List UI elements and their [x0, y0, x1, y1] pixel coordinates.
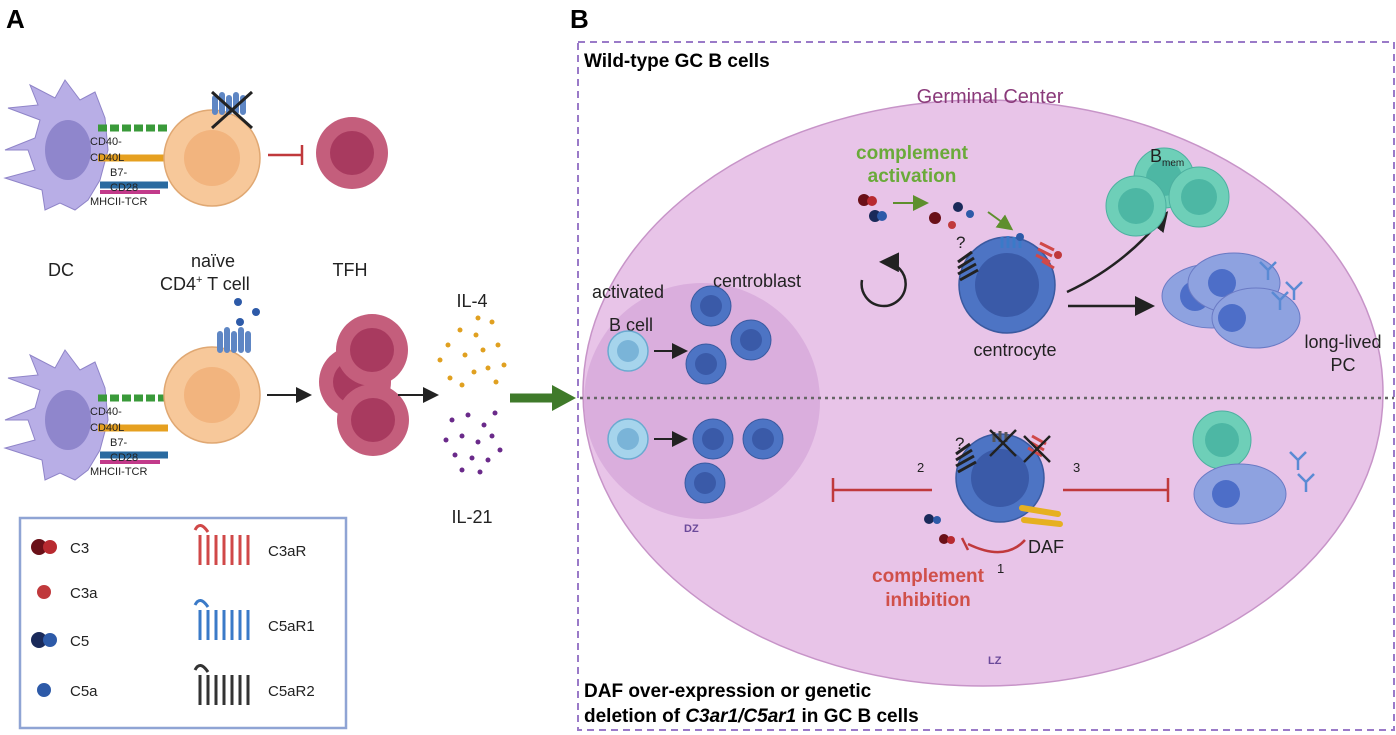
- label-cd40-b: CD40-: [90, 406, 122, 418]
- complement-activation-1: complement: [856, 143, 969, 164]
- panel-b-letter: B: [570, 4, 589, 34]
- c5ar1-receptor-active: [217, 298, 260, 353]
- complement-molecules-top: [858, 194, 974, 229]
- label-cd28-b: CD28: [110, 452, 138, 464]
- legend-c5ar1: C5aR1: [268, 618, 315, 635]
- dc-label: DC: [48, 260, 74, 280]
- memory-b-cell-bottom: [1192, 410, 1252, 470]
- il4-dots: [437, 315, 507, 388]
- legend-c5-icon: [31, 632, 57, 648]
- c5ar1-receptor-blocked: [210, 90, 254, 130]
- complement-inhibition-2: inhibition: [885, 590, 970, 611]
- germinal-center-oval: [582, 99, 1384, 687]
- centrocyte-label: centrocyte: [973, 340, 1056, 360]
- complement-inhibition-1: complement: [872, 566, 985, 587]
- complement-activation-2: activation: [868, 166, 957, 187]
- cycle-arrow: [860, 252, 907, 308]
- centroblast-label: centroblast: [713, 271, 801, 291]
- panel-a: CD40- CD40L B7- CD28 MHCII-TCR DC naïve …: [3, 79, 576, 527]
- il21-label: IL-21: [451, 507, 492, 527]
- dz-label: DZ: [684, 523, 699, 535]
- activated-label-1: activated: [592, 282, 664, 302]
- legend-c3a-icon: [37, 585, 51, 599]
- legend-c5a-icon: [37, 683, 51, 697]
- germinal-center-label: Germinal Center: [917, 86, 1064, 108]
- inhibition-arrow-3: [1063, 478, 1170, 502]
- tfh-cluster: [319, 314, 409, 456]
- daf-molecules: [1019, 505, 1063, 527]
- receptors-top: [957, 233, 1062, 282]
- inhibition-to-tfh: [268, 145, 304, 165]
- centroblasts-top: [685, 285, 772, 385]
- receptor-bars-top: [98, 124, 168, 194]
- bottom-title-1: DAF over-expression or genetic: [584, 681, 872, 702]
- label-cd28: CD28: [110, 182, 138, 194]
- bottom-title-2: deletion of C3ar1/C5ar1 in GC B cells: [584, 706, 919, 727]
- num-3: 3: [1073, 460, 1080, 475]
- legend-c5: C5: [70, 633, 89, 650]
- inhibition-arrow-1: [960, 537, 1026, 554]
- activated-b-cell-bottom: [607, 418, 649, 460]
- long-lived-label-1: long-lived: [1304, 332, 1381, 352]
- label-cd40l: CD40L: [90, 152, 124, 164]
- tfh-label: TFH: [333, 260, 368, 280]
- bmem-label: Bmem: [1150, 146, 1184, 169]
- legend: C3 C3a C5 C5a C3aR C5aR1 C5aR2: [18, 516, 348, 730]
- wild-type-title: Wild-type GC B cells: [584, 51, 770, 72]
- memory-b-cells: [1105, 147, 1230, 237]
- complement-molecules-bottom: [924, 514, 955, 544]
- legend-c3-icon: [31, 539, 57, 555]
- dc-cell-bottom: [3, 349, 109, 481]
- label-b7-b: B7-: [110, 437, 127, 449]
- plasma-cells-top: [1161, 252, 1303, 349]
- question-top: ?: [956, 233, 965, 252]
- big-green-arrow: [510, 385, 576, 411]
- label-mhcii-tcr: MHCII-TCR: [90, 196, 147, 208]
- activation-arrow-2: [987, 211, 1014, 231]
- long-lived-label-2: PC: [1330, 355, 1355, 375]
- panel-b: Wild-type GC B cells Germinal Center DZ …: [577, 41, 1395, 731]
- dc-cell-top: [3, 79, 109, 211]
- legend-c5ar2-icon: [193, 664, 250, 705]
- lz-label: LZ: [988, 655, 1002, 667]
- question-bottom: ?: [955, 434, 964, 453]
- receptor-bars-bottom: [98, 394, 168, 464]
- il4-label: IL-4: [456, 291, 487, 311]
- plasma-cell-bottom: [1193, 451, 1315, 525]
- num-2: 2: [917, 460, 924, 475]
- legend-c3ar-icon: [193, 524, 250, 565]
- activated-b-cell-top: [607, 330, 649, 372]
- legend-c5ar2: C5aR2: [268, 683, 315, 700]
- inhibition-arrow-2: [831, 478, 932, 502]
- panel-a-letter: A: [6, 4, 25, 34]
- centroblasts-bottom: [684, 418, 784, 504]
- legend-c3ar: C3aR: [268, 543, 307, 560]
- num-1: 1: [997, 561, 1004, 576]
- naive-label: naïve: [191, 251, 235, 271]
- il21-dots: [443, 410, 503, 475]
- label-mhcii-tcr-b: MHCII-TCR: [90, 466, 147, 478]
- legend-c3: C3: [70, 540, 89, 557]
- label-cd40: CD40-: [90, 136, 122, 148]
- receptors-bottom-blocked: [955, 429, 1051, 474]
- cd4-label: CD4+ T cell: [160, 274, 250, 294]
- label-cd40l-b: CD40L: [90, 422, 124, 434]
- legend-c5a: C5a: [70, 683, 98, 700]
- legend-c3a: C3a: [70, 585, 98, 602]
- label-b7: B7-: [110, 167, 127, 179]
- legend-c5ar1-icon: [193, 599, 250, 640]
- daf-label: DAF: [1028, 537, 1064, 557]
- activated-label-2: B cell: [609, 315, 653, 335]
- panel-b-frame: [577, 41, 1395, 731]
